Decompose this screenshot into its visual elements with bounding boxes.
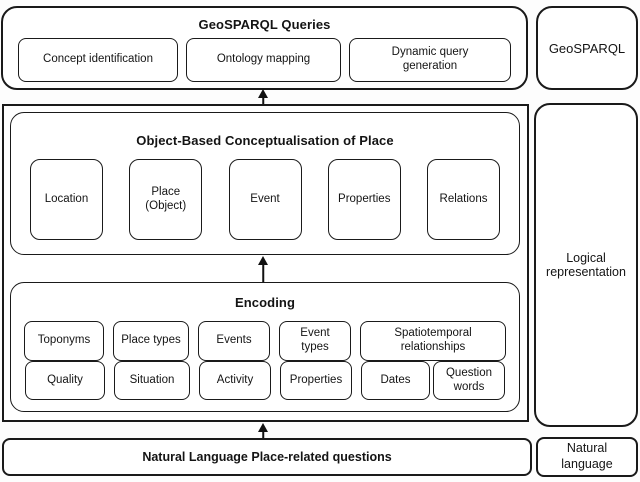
- location-box: Location: [30, 159, 103, 240]
- conceptualisation-box: Object-Based Conceptualisation of Place …: [10, 112, 520, 255]
- ontology-mapping-label: Ontology mapping: [216, 53, 311, 66]
- events-box: Events: [198, 321, 270, 361]
- properties-encoding-label: Properties: [289, 373, 343, 386]
- dates-label: Dates: [380, 373, 411, 386]
- place-object-label: Place (Object): [145, 185, 187, 212]
- up-arrow-encoding-to-queries: [256, 89, 270, 104]
- nl-questions-box: Natural Language Place-related questions: [2, 438, 532, 476]
- properties-box: Properties: [327, 159, 401, 240]
- event-label: Event: [250, 192, 280, 205]
- event-types-box: Event types: [279, 321, 351, 361]
- natural-language-side-label: Natural language: [561, 441, 613, 471]
- encoding-row-1: Toponyms Place types Events Event types …: [11, 321, 519, 361]
- quality-box: Quality: [25, 361, 105, 400]
- arrow-shaft: [262, 95, 264, 104]
- conceptualisation-row: Location Place (Object) Event Properties…: [11, 148, 519, 240]
- events-label: Events: [216, 334, 252, 347]
- logical-representation-side-label: Logical representation: [546, 251, 626, 279]
- event-types-label: Event types: [300, 327, 330, 353]
- place-object-box: Place (Object): [129, 159, 203, 240]
- spatiotemporal-relationships-box: Spatiotemporal relationships: [360, 321, 506, 361]
- spatiotemporal-relationships-label: Spatiotemporal relationships: [394, 327, 472, 353]
- toponyms-label: Toponyms: [37, 334, 91, 347]
- conceptualisation-title: Object-Based Conceptualisation of Place: [136, 133, 394, 148]
- properties-encoding-box: Properties: [280, 361, 352, 400]
- geosparql-side-label-box: GeoSPARQL: [536, 6, 638, 90]
- location-label: Location: [44, 192, 89, 205]
- queries-row: Concept identification Ontology mapping …: [3, 32, 526, 82]
- arrow-shaft: [262, 262, 264, 282]
- activity-label: Activity: [216, 373, 254, 386]
- natural-language-side-label-box: Natural language: [536, 437, 638, 477]
- ontology-mapping-box: Ontology mapping: [186, 38, 341, 82]
- encoding-box: Encoding Toponyms Place types Events Eve…: [10, 282, 520, 412]
- encoding-title: Encoding: [234, 295, 296, 310]
- dynamic-query-generation-box: Dynamic query generation: [349, 38, 511, 82]
- relations-box: Relations: [427, 159, 500, 240]
- activity-box: Activity: [199, 361, 271, 400]
- nl-questions-title: Natural Language Place-related questions: [142, 450, 392, 464]
- up-arrow-encoding-to-conceptualisation: [256, 256, 270, 282]
- logical-representation-side-label-box: Logical representation: [534, 103, 638, 427]
- arrow-head-icon: [258, 256, 268, 265]
- place-types-box: Place types: [113, 321, 189, 361]
- relations-label: Relations: [439, 192, 488, 205]
- geosparql-queries-title: GeoSPARQL Queries: [198, 17, 331, 32]
- dynamic-query-generation-label: Dynamic query generation: [391, 46, 469, 72]
- situation-box: Situation: [114, 361, 190, 400]
- question-words-label: Question words: [445, 366, 493, 393]
- toponyms-box: Toponyms: [24, 321, 104, 361]
- arrow-head-icon: [258, 89, 268, 98]
- concept-identification-label: Concept identification: [43, 53, 153, 66]
- encoding-row-2: Quality Situation Activity Properties Da…: [11, 361, 519, 400]
- quality-label: Quality: [47, 373, 83, 386]
- place-types-label: Place types: [121, 334, 181, 347]
- dates-box: Dates: [361, 361, 430, 400]
- situation-label: Situation: [129, 373, 175, 386]
- arrow-head-icon: [258, 423, 268, 432]
- up-arrow-questions-to-logical: [256, 423, 270, 438]
- arrow-shaft: [262, 429, 264, 438]
- geosparql-queries-box: GeoSPARQL Queries Concept identification…: [1, 6, 528, 90]
- question-words-box: Question words: [433, 361, 505, 400]
- properties-label: Properties: [338, 192, 391, 205]
- concept-identification-box: Concept identification: [18, 38, 178, 82]
- geosparql-side-label: GeoSPARQL: [548, 40, 626, 56]
- event-box: Event: [228, 159, 302, 240]
